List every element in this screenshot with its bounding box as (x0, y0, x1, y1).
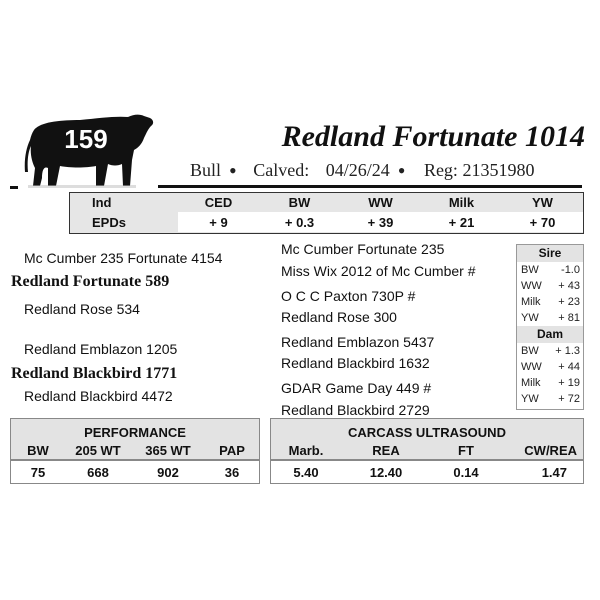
dam-epd-row: WW + 44 (517, 359, 583, 375)
calved-date: 04/26/24 (325, 160, 390, 180)
dam-epd-label: BW (521, 345, 539, 357)
performance-col-205wt: 205 WT (75, 442, 121, 458)
epd-col-yw: YW (532, 195, 553, 210)
animal-name: Redland Fortunate 1014 (281, 120, 585, 153)
pedigree-sire-dam: Redland Rose 534 (24, 301, 140, 317)
epd-row-label-top: Ind (92, 195, 112, 210)
dam-epd-value: + 19 (558, 377, 580, 389)
sire-epd-value: + 23 (558, 296, 580, 308)
epd-header-row: Ind CED BW WW Milk YW (70, 193, 583, 212)
performance-value-pap: 36 (224, 464, 240, 480)
bullet-dot-icon: • (229, 158, 237, 183)
divider-short (10, 186, 18, 189)
dam-epd-label: YW (521, 393, 539, 405)
performance-title: PERFORMANCE (84, 425, 186, 440)
sire-epd-label: BW (521, 264, 539, 276)
animal-info-line: Bull • Calved: 04/26/24 • Reg: 21351980 (190, 158, 580, 183)
epd-col-ced: CED (204, 195, 233, 210)
epd-col-ww: WW (368, 195, 393, 210)
sire-epd-row: WW + 43 (517, 278, 583, 294)
pedigree-sire-dam-dam: Redland Rose 300 (281, 309, 397, 325)
divider-main (158, 185, 582, 188)
pedigree-dam-dam: Redland Blackbird 4472 (24, 388, 173, 404)
sire-epd-row: Milk + 23 (517, 294, 583, 310)
carcass-col-marb: Marb. (288, 442, 324, 458)
epd-table: Ind CED BW WW Milk YW EPDs + 9 + 0.3 + 3… (69, 192, 584, 234)
carcass-values: 5.40 12.40 0.14 1.47 (271, 461, 583, 483)
epd-values: + 9 + 0.3 + 39 + 21 + 70 (178, 212, 583, 232)
pedigree-sire-sire: Mc Cumber 235 Fortunate 4154 (24, 250, 223, 266)
sire-epd-value: + 81 (558, 312, 580, 324)
epd-value-ced: + 9 (209, 214, 228, 230)
reg-number: 21351980 (462, 160, 535, 180)
pedigree-dam-sire-sire: Redland Emblazon 5437 (281, 334, 435, 350)
carcass-columns: Marb. REA FT CW/REA (271, 441, 583, 459)
epd-col-bw: BW (288, 195, 311, 210)
performance-value-bw: 75 (30, 464, 46, 480)
pedigree-dam-sire: Redland Emblazon 1205 (24, 341, 178, 357)
sire-epd-label: Milk (521, 296, 541, 308)
carcass-value-ft: 0.14 (453, 464, 479, 480)
dam-epd-title: Dam (517, 326, 583, 343)
calved-label: Calved: (253, 160, 310, 180)
dam-epd-row: BW + 1.3 (517, 343, 583, 359)
epd-values-row: EPDs + 9 + 0.3 + 39 + 21 + 70 (70, 212, 583, 232)
dam-epd-label: WW (521, 361, 542, 373)
sire-epd-row: YW + 81 (517, 310, 583, 326)
pedigree-dam-sire-dam: Redland Blackbird 1632 (281, 355, 430, 371)
dam-epd-row: YW + 72 (517, 391, 583, 407)
pedigree-sire: Redland Fortunate 589 (11, 273, 170, 290)
pedigree-sire-sire-dam: Miss Wix 2012 of Mc Cumber # (281, 263, 476, 279)
sex-value: Bull (190, 160, 222, 180)
carcass-value-rea: 12.40 (369, 464, 403, 480)
performance-columns: BW 205 WT 365 WT PAP (11, 441, 259, 459)
sire-dam-epd-box: Sire BW -1.0 WW + 43 Milk + 23 YW + 81 Dam B… (516, 244, 584, 410)
carcass-ultrasound-table: CARCASS ULTRASOUND Marb. REA FT CW/REA 5… (270, 418, 584, 484)
performance-col-pap: PAP (219, 442, 245, 458)
sire-epd-label: YW (521, 312, 539, 324)
dam-epd-value: + 44 (558, 361, 580, 373)
performance-col-365wt: 365 WT (145, 442, 191, 458)
bull-silhouette-icon (24, 114, 154, 188)
performance-values: 75 668 902 36 (11, 461, 259, 483)
performance-value-205wt: 668 (87, 464, 109, 480)
carcass-col-ft: FT (458, 442, 474, 458)
pedigree-dam-dam-dam: Redland Blackbird 2729 (281, 402, 430, 418)
carcass-col-cwrea: CW/REA (524, 442, 577, 458)
carcass-value-cwrea: 1.47 (541, 464, 567, 480)
sire-epd-value: + 43 (558, 280, 580, 292)
pedigree-dam: Redland Blackbird 1771 (11, 365, 178, 382)
epd-value-ww: + 39 (367, 214, 394, 230)
sire-epd-title: Sire (517, 245, 583, 262)
epd-row-label-bottom: EPDs (92, 214, 126, 230)
carcass-title: CARCASS ULTRASOUND (348, 425, 506, 440)
bullet-dot-icon: • (397, 158, 406, 183)
epd-value-yw: + 70 (529, 214, 556, 230)
epd-col-milk: Milk (448, 195, 475, 210)
sire-epd-row: BW -1.0 (517, 262, 583, 278)
performance-value-365wt: 902 (157, 464, 179, 480)
dam-epd-label: Milk (521, 377, 541, 389)
sire-epd-value: -1.0 (561, 264, 580, 276)
dam-epd-value: + 72 (558, 393, 580, 405)
reg-label: Reg: (423, 160, 458, 180)
carcass-col-rea: REA (372, 442, 400, 458)
lot-number: 159 (64, 124, 108, 154)
epd-value-milk: + 21 (448, 214, 475, 230)
performance-table: PERFORMANCE BW 205 WT 365 WT PAP 75 668 … (10, 418, 260, 484)
carcass-value-marb: 5.40 (293, 464, 319, 480)
performance-header: PERFORMANCE BW 205 WT 365 WT PAP (11, 419, 259, 461)
pedigree-dam-dam-sire: GDAR Game Day 449 # (281, 380, 432, 396)
dam-epd-value: + 1.3 (555, 345, 580, 357)
performance-col-bw: BW (27, 442, 49, 458)
dam-epd-row: Milk + 19 (517, 375, 583, 391)
pedigree-sire-dam-sire: O C C Paxton 730P # (281, 288, 416, 304)
carcass-header: CARCASS ULTRASOUND Marb. REA FT CW/REA (271, 419, 583, 461)
pedigree-sire-sire-sire: Mc Cumber Fortunate 235 (281, 241, 445, 257)
sire-epd-label: WW (521, 280, 542, 292)
epd-value-bw: + 0.3 (284, 214, 315, 230)
